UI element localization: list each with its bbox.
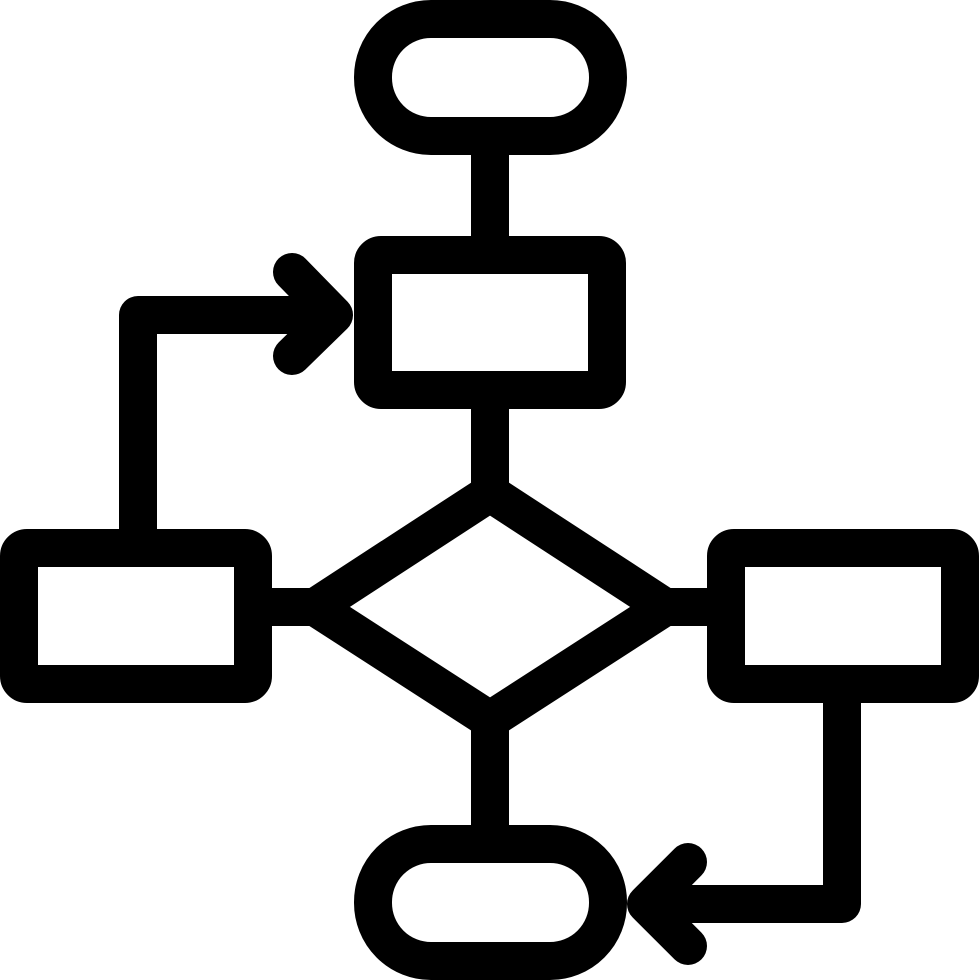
loop-branch-right-to-end-line	[629, 681, 861, 923]
branch-right-box	[707, 529, 979, 703]
end-terminator	[354, 825, 627, 980]
loop-branch-left-to-process-line	[119, 296, 351, 551]
arrow-head-right-icon	[273, 253, 353, 375]
decision-diamond	[296, 474, 684, 739]
start-terminator	[354, 0, 627, 155]
arrow-head-left-icon	[627, 843, 707, 965]
process-box	[354, 236, 626, 409]
branch-left-box	[0, 529, 272, 703]
